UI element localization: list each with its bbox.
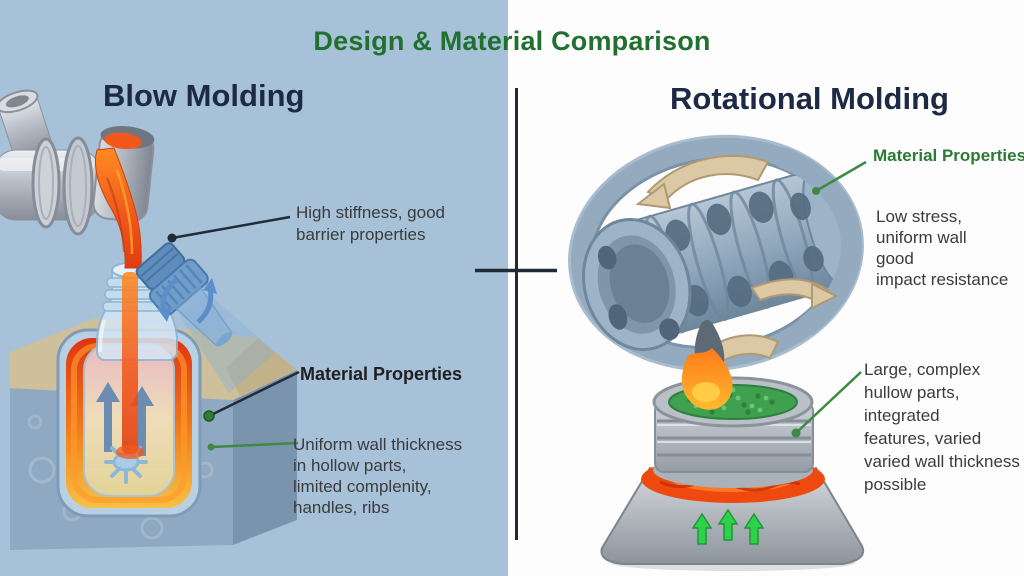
molten-plastic-stream [94, 147, 144, 459]
label-material-properties-right: Material Properties [873, 146, 1024, 165]
annotation-wall-thickness: Uniform wall thickness in hollow parts, … [293, 435, 463, 517]
annotation-low-stress: Low stress, uniform wall good impact res… [876, 207, 1009, 289]
annotation-complex-parts: Large, complex hullow parts, integrated … [864, 360, 1020, 494]
gimbal-ring-front [777, 147, 862, 336]
heading-blow-molding: Blow Molding [103, 78, 305, 113]
leader-parts [791, 371, 862, 438]
heating-flame [681, 320, 733, 410]
leader-material-left [203, 370, 300, 422]
blow-rotation-arrows [157, 278, 217, 324]
leader-barrier [167, 215, 291, 243]
pellet-tray [652, 376, 814, 488]
page-title: Design & Material Comparison [313, 26, 711, 56]
annotation-barrier-properties: High stiffness, good barrier properties [296, 203, 445, 244]
heading-rotational-molding: Rotational Molding [670, 81, 949, 116]
divider-cross [475, 88, 557, 540]
blow-pin [135, 242, 276, 394]
label-material-properties-left: Material Properties [300, 364, 463, 384]
indicator-arrows [691, 508, 765, 545]
leader-material-right [812, 160, 867, 195]
rotating-mold-drum [582, 171, 849, 352]
leader-wall [207, 441, 299, 451]
